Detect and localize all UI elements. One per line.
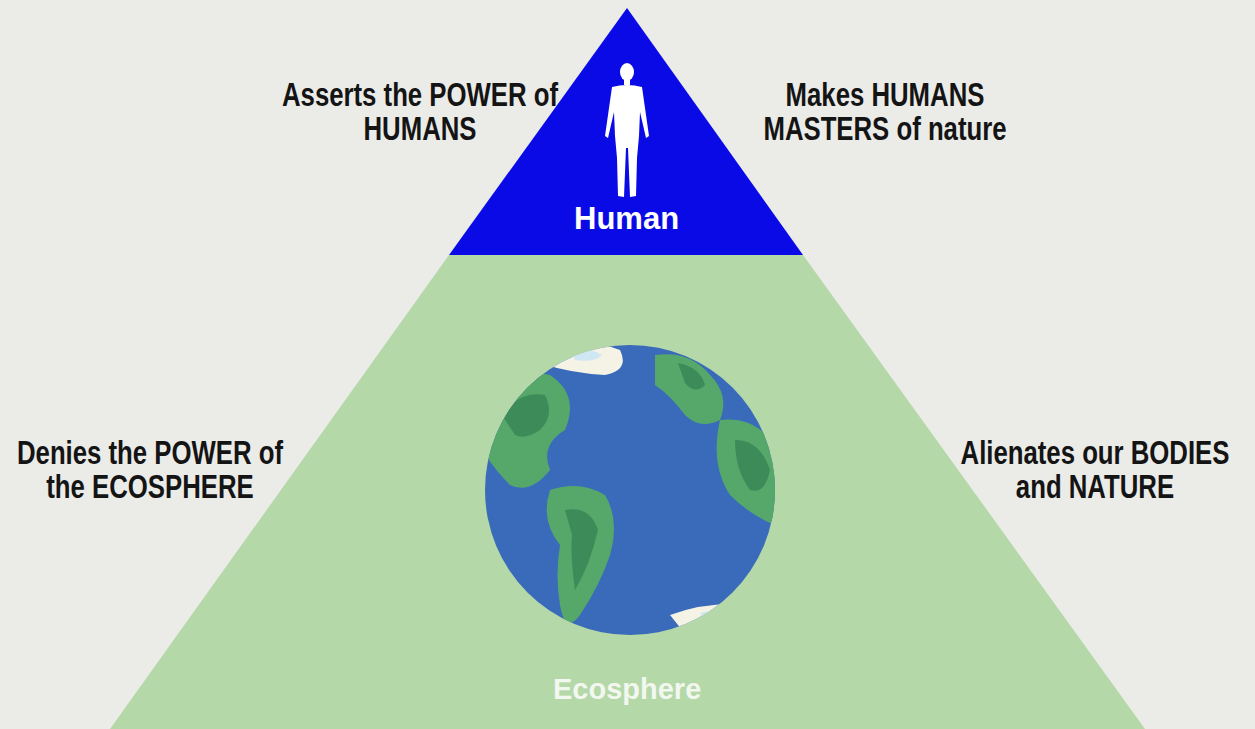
node-title: Human [574,201,679,236]
globe [480,340,784,640]
side-label: Alienates our BODIES and NATURE [955,436,1236,504]
side-label: Denies the POWER of the ECOSPHERE [10,436,291,504]
trapezoid-shape [110,255,1145,729]
side-label: Makes HUMANS MASTERS of nature [745,78,1026,146]
human-triangle: Human [449,8,803,255]
human-figure [605,63,649,197]
side-label: Asserts the POWER of HUMANS [280,78,561,146]
node-title: Ecosphere [553,673,701,706]
ecosphere-trapezoid: Ecosphere [110,255,1145,729]
